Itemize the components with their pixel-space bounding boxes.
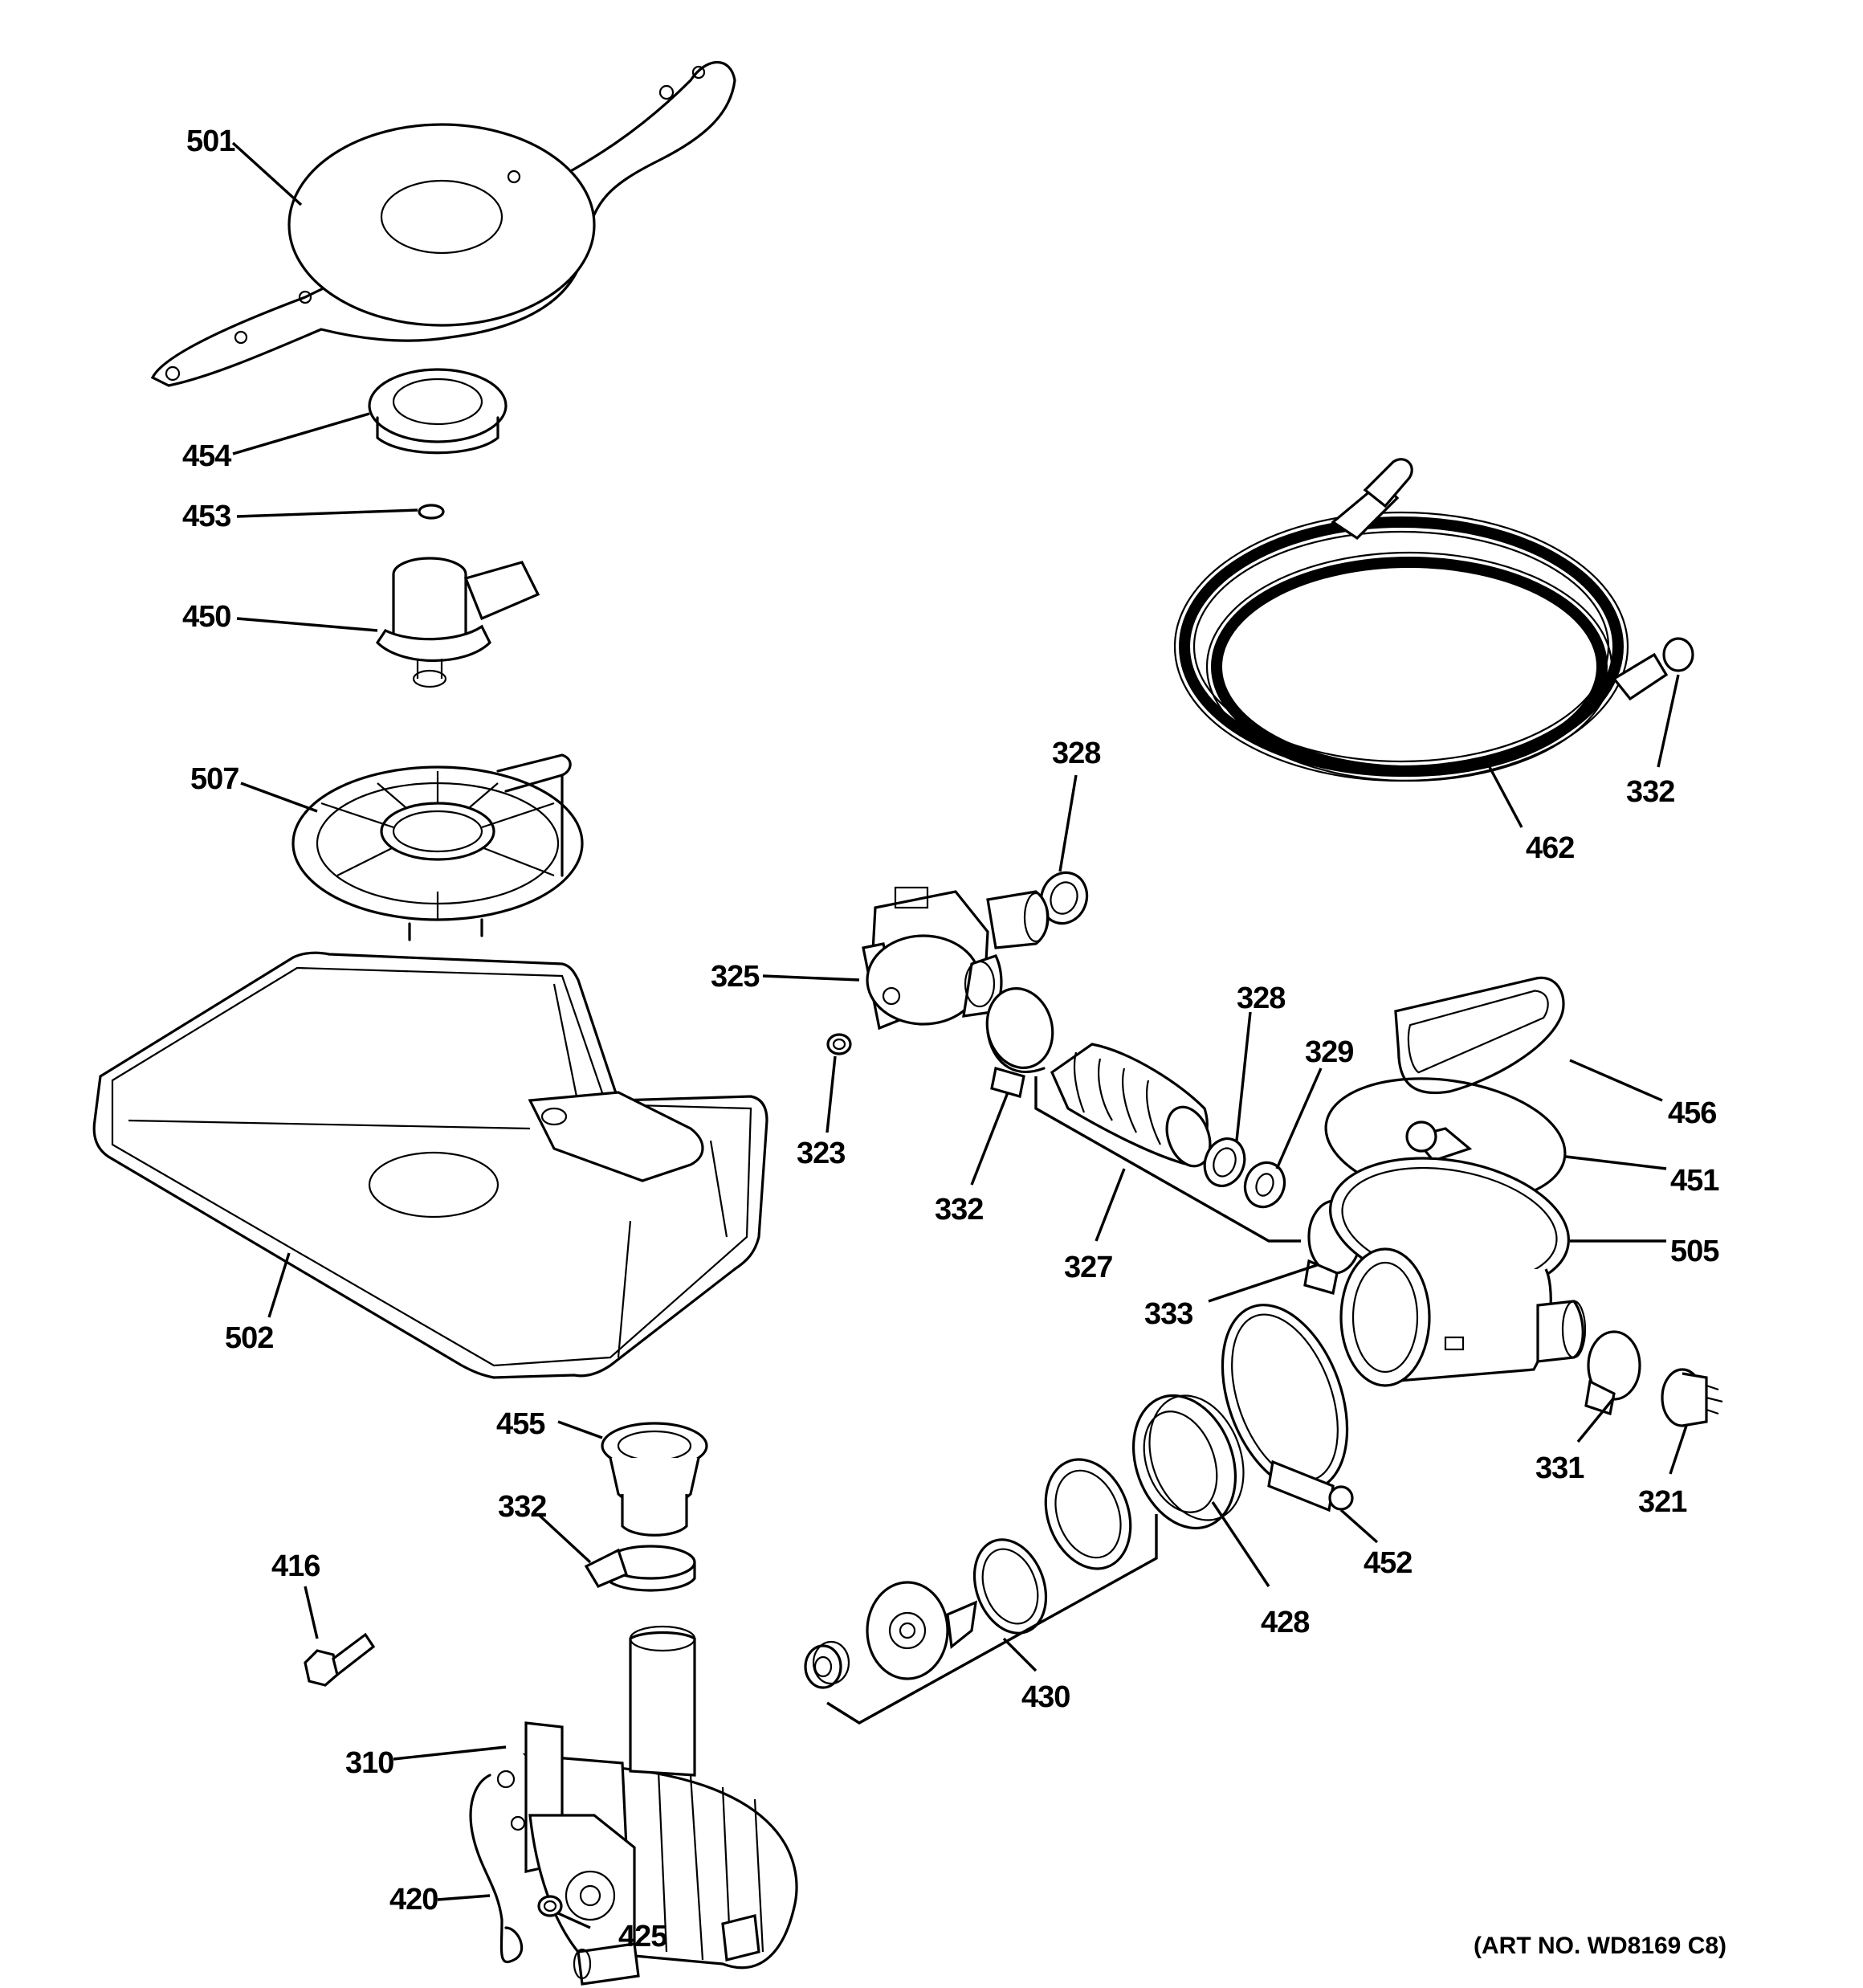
part-455 — [601, 1422, 708, 1537]
label-329: 329 — [1305, 1035, 1353, 1069]
label-454: 454 — [182, 439, 231, 473]
label-420: 420 — [389, 1883, 438, 1917]
ring-328-top — [1039, 871, 1089, 925]
impeller-assembly-430 — [804, 1458, 1132, 1689]
label-323: 323 — [797, 1137, 845, 1170]
label-450: 450 — [182, 600, 230, 634]
label-455: 455 — [496, 1407, 545, 1441]
label-325: 325 — [711, 960, 760, 994]
label-332-left: 332 — [498, 1490, 546, 1524]
sump-cover-502 — [92, 951, 768, 1379]
wire-420 — [469, 1774, 524, 1964]
filter-507 — [291, 753, 584, 941]
part-323 — [826, 1033, 852, 1055]
label-328-top: 328 — [1052, 737, 1100, 770]
part-329 — [1243, 1161, 1286, 1209]
clamp-452 — [1221, 1304, 1354, 1512]
part-428 — [1131, 1394, 1245, 1530]
spray-arm-501 — [150, 60, 736, 387]
label-430: 430 — [1021, 1680, 1070, 1714]
screw-416 — [304, 1632, 376, 1687]
label-332-right: 332 — [1626, 775, 1674, 809]
label-332-middle: 332 — [935, 1193, 983, 1227]
plug-425 — [537, 1895, 563, 1917]
clamp-331 — [1584, 1330, 1641, 1416]
part-labels: 501 454 453 450 507 502 455 332 416 310 … — [182, 125, 1726, 1959]
label-451: 451 — [1670, 1164, 1719, 1198]
leader-lines — [231, 141, 1688, 1929]
part-321 — [1661, 1368, 1723, 1427]
label-456: 456 — [1668, 1096, 1716, 1130]
label-462: 462 — [1526, 831, 1574, 865]
ring-328-lower — [1203, 1137, 1246, 1187]
label-328-lower: 328 — [1237, 982, 1285, 1015]
part-454 — [368, 368, 508, 455]
label-416: 416 — [271, 1549, 320, 1583]
label-428: 428 — [1261, 1606, 1309, 1639]
label-453: 453 — [182, 500, 230, 533]
label-501: 501 — [186, 125, 235, 158]
o-ring-453 — [418, 504, 445, 520]
label-321: 321 — [1638, 1485, 1687, 1519]
label-310: 310 — [345, 1746, 393, 1780]
label-331: 331 — [1535, 1451, 1584, 1485]
band-451 — [1324, 1077, 1567, 1204]
label-333: 333 — [1144, 1297, 1192, 1331]
clamp-332-middle — [985, 987, 1054, 1099]
motor-310 — [496, 1625, 798, 1986]
valve-325 — [862, 886, 1050, 1031]
label-505: 505 — [1670, 1235, 1719, 1268]
housing-505 — [1329, 1157, 1587, 1387]
label-452: 452 — [1364, 1546, 1412, 1580]
gasket-456 — [1394, 976, 1565, 1094]
label-327: 327 — [1064, 1251, 1112, 1284]
label-502: 502 — [225, 1321, 273, 1355]
drain-hose-462 — [1173, 458, 1694, 782]
clamp-332-left — [584, 1545, 696, 1592]
part-450 — [375, 557, 540, 688]
label-507: 507 — [190, 762, 238, 796]
hose-327 — [1050, 1043, 1212, 1168]
label-425: 425 — [618, 1920, 667, 1953]
art-number: (ART NO. WD8169 C8) — [1474, 1933, 1726, 1959]
